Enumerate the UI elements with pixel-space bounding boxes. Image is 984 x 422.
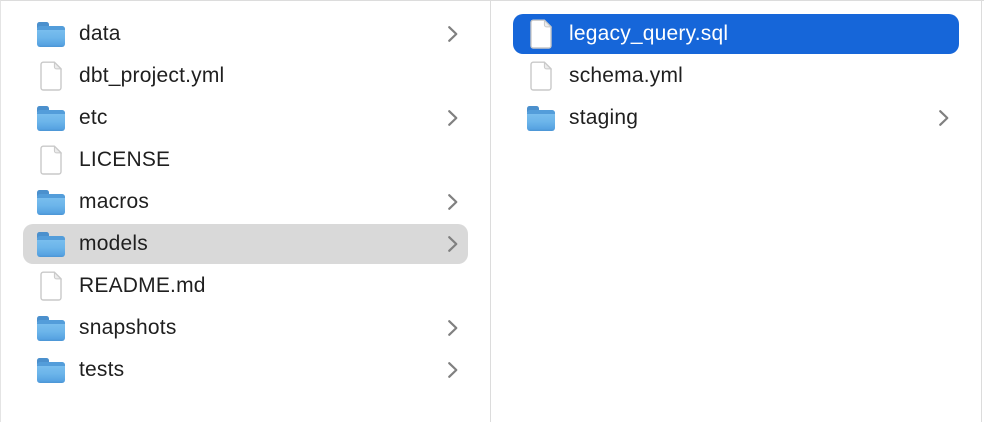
item-label: staging — [569, 106, 639, 129]
item-readme-md[interactable]: README.md — [23, 266, 468, 306]
item-tests[interactable]: tests — [23, 350, 468, 390]
finder-column-right: legacy_query.sql schema.yml staging — [491, 1, 982, 422]
document-icon — [36, 269, 66, 303]
item-label: snapshots — [79, 316, 177, 339]
item-label: etc — [79, 106, 108, 129]
folder-icon — [36, 311, 66, 345]
item-label: models — [79, 232, 148, 255]
item-etc[interactable]: etc — [23, 98, 468, 138]
item-label: legacy_query.sql — [569, 22, 729, 45]
folder-icon — [36, 227, 66, 261]
chevron-right-icon — [447, 25, 458, 43]
item-label: data — [79, 22, 121, 45]
item-macros[interactable]: macros — [23, 182, 468, 222]
item-schema-yml[interactable]: schema.yml — [513, 56, 959, 96]
chevron-right-icon — [447, 361, 458, 379]
item-dbt-project-yml[interactable]: dbt_project.yml — [23, 56, 468, 96]
item-label: schema.yml — [569, 64, 684, 87]
chevron-right-icon — [447, 109, 458, 127]
chevron-right-icon — [447, 235, 458, 253]
document-icon — [526, 59, 556, 93]
document-icon — [36, 143, 66, 177]
item-label: tests — [79, 358, 125, 381]
item-models-selected[interactable]: models — [23, 224, 468, 264]
item-label: README.md — [79, 274, 206, 297]
chevron-right-icon — [447, 193, 458, 211]
document-icon — [526, 17, 556, 51]
folder-icon — [36, 353, 66, 387]
finder-column-left: data dbt_project.yml etc LICENSE macros … — [1, 1, 491, 422]
item-label: dbt_project.yml — [79, 64, 225, 87]
folder-icon — [526, 101, 556, 135]
chevron-right-icon — [938, 109, 949, 127]
document-icon — [36, 59, 66, 93]
item-staging[interactable]: staging — [513, 98, 959, 138]
item-legacy-query-sql-selected[interactable]: legacy_query.sql — [513, 14, 959, 54]
folder-icon — [36, 101, 66, 135]
item-label: macros — [79, 190, 150, 213]
item-data[interactable]: data — [23, 14, 468, 54]
item-snapshots[interactable]: snapshots — [23, 308, 468, 348]
item-label: LICENSE — [79, 148, 171, 171]
folder-icon — [36, 17, 66, 51]
folder-icon — [36, 185, 66, 219]
chevron-right-icon — [447, 319, 458, 337]
item-license[interactable]: LICENSE — [23, 140, 468, 180]
